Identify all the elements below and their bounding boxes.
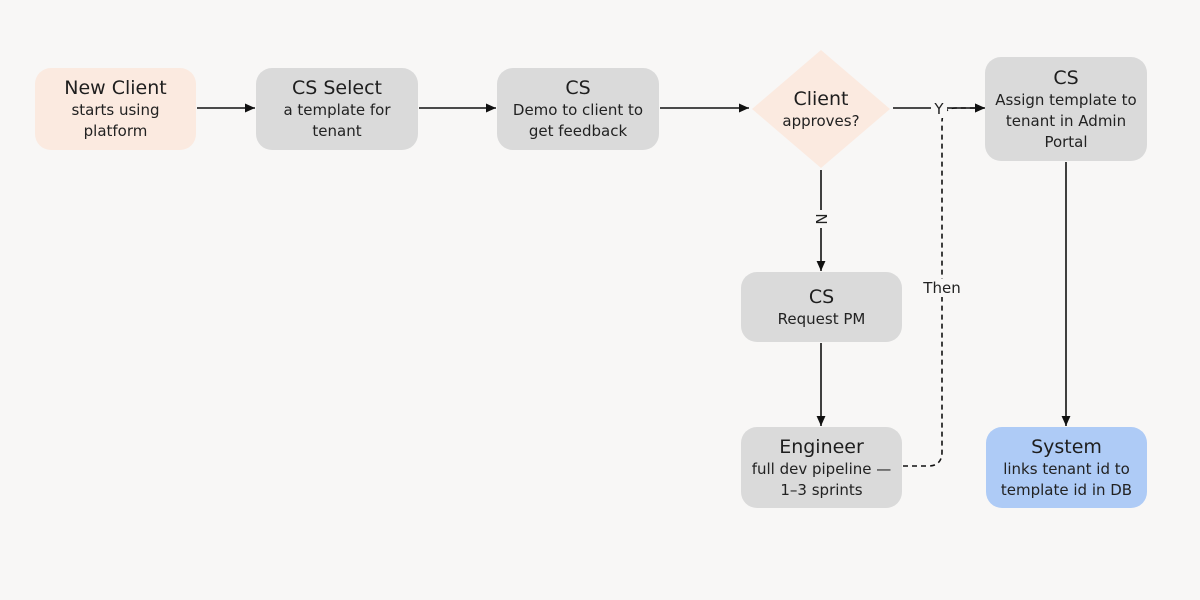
node-client-approves-subtitle: approves? <box>782 111 860 130</box>
node-engineer-title: Engineer <box>779 435 864 458</box>
node-cs-demo-title: CS <box>565 77 591 99</box>
edge-label-then: Then <box>920 279 964 297</box>
node-cs-demo-subtitle: Demo to client to get feedback <box>512 101 644 140</box>
edge-engineer-then-to-assign <box>903 103 985 467</box>
node-cs-assign-title: CS <box>1053 66 1079 89</box>
decision-diamond[interactable] <box>752 50 890 168</box>
node-system-title: System <box>1031 435 1102 458</box>
node-system-subtitle: links tenant id to template id in DB <box>1000 459 1133 499</box>
node-cs-demo[interactable]: CS Demo to client to get feedback <box>497 68 659 150</box>
node-cs-select[interactable]: CS Select a template for tenant <box>256 68 418 150</box>
node-cs-request[interactable]: CS Request PM <box>741 272 902 342</box>
node-new-client-subtitle: starts using platform <box>71 101 160 140</box>
node-cs-request-title: CS <box>808 285 835 308</box>
node-cs-request-subtitle: Request PM <box>777 309 866 328</box>
node-new-client[interactable]: New Client starts using platform <box>35 68 196 150</box>
node-cs-assign[interactable]: CS Assign template to tenant in Admin Po… <box>985 57 1147 161</box>
node-cs-select-subtitle: a template for tenant <box>283 101 391 140</box>
node-cs-select-title: CS Select <box>292 77 382 99</box>
edge-label-yes: Y <box>931 100 947 118</box>
node-engineer[interactable]: Engineer full dev pipeline — 1–3 sprints <box>741 427 902 508</box>
edge-label-no: N <box>812 210 830 228</box>
node-engineer-subtitle: full dev pipeline — 1–3 sprints <box>751 459 892 499</box>
node-system[interactable]: System links tenant id to template id in… <box>986 427 1147 508</box>
node-new-client-title: New Client <box>64 77 167 99</box>
node-client-approves: Client approves? <box>762 84 880 134</box>
node-cs-assign-subtitle: Assign template to tenant in Admin Porta… <box>995 90 1137 151</box>
node-client-approves-title: Client <box>793 87 849 110</box>
